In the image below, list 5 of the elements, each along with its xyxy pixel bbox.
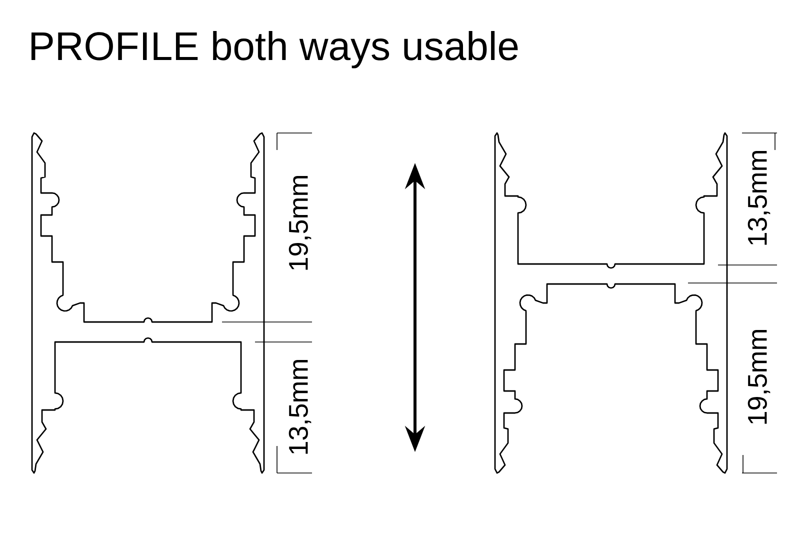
title: PROFILE both ways usable xyxy=(32,31,518,68)
dimension-label: 19,5mm xyxy=(746,327,772,427)
dimension-label: 19,5mm xyxy=(288,173,312,273)
dimension-label: 13,5mm xyxy=(746,148,772,248)
dimension-label: 13,5mm xyxy=(288,357,312,457)
